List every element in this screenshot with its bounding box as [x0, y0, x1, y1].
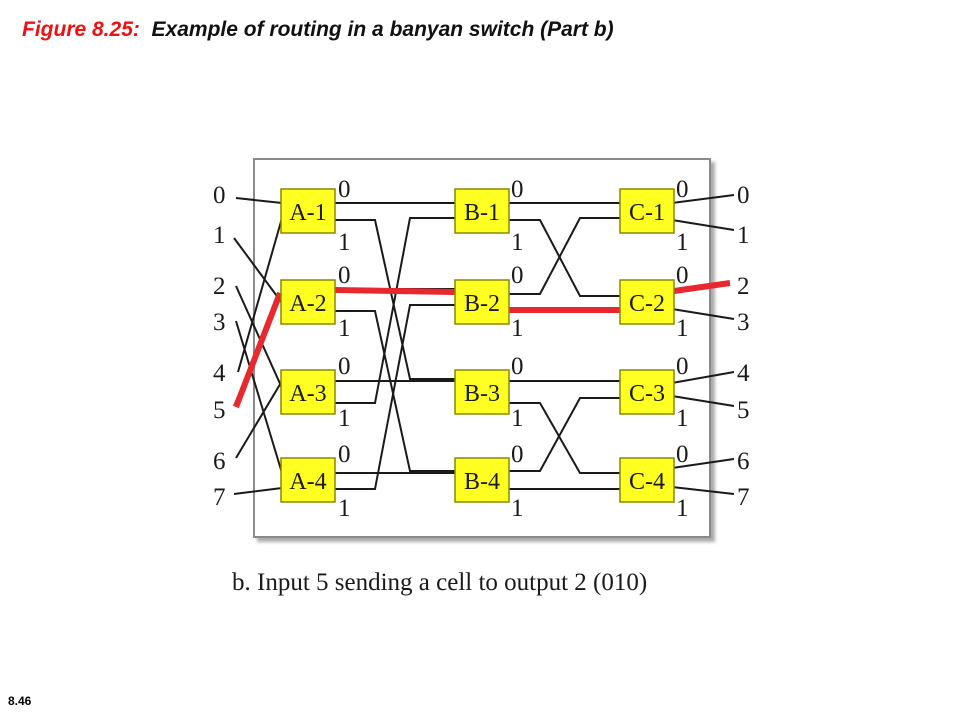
switch-box [454, 279, 510, 325]
input-label: 2 [213, 273, 226, 300]
switch-box [454, 369, 510, 415]
port-bit-0: 0 [338, 262, 351, 289]
switch-label: B-4 [464, 469, 500, 495]
port-bit-1: 1 [511, 229, 524, 256]
port-bit-1: 1 [676, 229, 689, 256]
port-bit-0: 0 [676, 441, 689, 468]
port-bit-1: 1 [676, 405, 689, 432]
switch-label: A-1 [289, 200, 326, 226]
figure-label: Figure 8.25: [22, 18, 140, 41]
port-bit-0: 0 [511, 176, 524, 203]
switch-label: B-1 [464, 200, 500, 226]
switch-label: C-2 [629, 291, 665, 317]
port-bit-1: 1 [338, 315, 351, 342]
route-segment-stage-a [334, 287, 456, 295]
output-label: 2 [737, 273, 750, 300]
switch-b-1: B-1 [454, 188, 510, 234]
input-label: 3 [213, 309, 226, 336]
route-path [233, 280, 731, 409]
slide-number: 8.46 [8, 694, 32, 708]
switch-box [454, 457, 510, 503]
switch-label: A-4 [289, 469, 326, 495]
port-bit-0: 0 [338, 441, 351, 468]
port-bit-1: 1 [338, 405, 351, 432]
slide-title: Figure 8.25: Example of routing in a ban… [22, 18, 614, 42]
switch-label: C-4 [629, 469, 665, 495]
switch-a-4: A-4 [280, 457, 336, 503]
port-bit-0: 0 [511, 262, 524, 289]
switch-a-2: A-2 [280, 279, 336, 325]
input-label: 5 [213, 397, 226, 424]
switch-box [280, 457, 336, 503]
switch-a-1: A-1 [280, 188, 336, 234]
switch-label: A-2 [289, 291, 326, 317]
switch-c-4: C-4 [619, 457, 675, 503]
port-bit-0: 0 [511, 353, 524, 380]
port-bit-1: 1 [676, 315, 689, 342]
port-bit-0: 0 [676, 353, 689, 380]
switch-c-2: C-2 [619, 279, 675, 325]
switch-c-3: C-3 [619, 369, 675, 415]
switch-b-2: B-2 [454, 279, 510, 325]
input-label: 0 [213, 182, 226, 209]
port-bit-1: 1 [338, 495, 351, 522]
switch-b-4: B-4 [454, 457, 510, 503]
output-label: 1 [737, 222, 750, 249]
route-segment-output [673, 280, 731, 294]
port-bit-labels: 0 0 0 0 1 1 1 1 0 0 0 0 1 1 1 1 0 0 0 0 1 1 1 1 [338, 176, 689, 522]
switch-label: C-1 [629, 200, 665, 226]
switch-elements: A-1A-2A-3A-4 B-1B-2B-3B-4 C-1C-2C-3C-4 [280, 188, 675, 503]
output-label: 0 [737, 182, 750, 209]
diagram-caption: b. Input 5 sending a cell to output 2 (0… [232, 569, 647, 596]
input-label: 4 [213, 360, 226, 387]
switch-b-3: B-3 [454, 369, 510, 415]
port-bit-1: 1 [511, 315, 524, 342]
switch-box [454, 188, 510, 234]
output-label: 3 [737, 309, 750, 336]
input-label: 1 [213, 222, 226, 249]
switch-box [619, 369, 675, 415]
route-segment-input [233, 291, 283, 409]
switch-label: A-3 [289, 381, 326, 407]
figure-title: Example of routing in a banyan switch (P… [151, 18, 614, 41]
switch-a-3: A-3 [280, 369, 336, 415]
io-port-labels: 0 1 2 3 4 5 6 7 0 1 2 3 4 5 6 7 [213, 182, 750, 511]
switch-c-1: C-1 [619, 188, 675, 234]
port-bit-0: 0 [338, 353, 351, 380]
switch-label: B-2 [464, 291, 500, 317]
port-bit-0: 0 [676, 262, 689, 289]
output-label: 4 [737, 360, 750, 387]
port-bit-0: 0 [338, 176, 351, 203]
input-label: 7 [213, 484, 226, 511]
switch-box [280, 369, 336, 415]
switch-box [280, 279, 336, 325]
output-label: 6 [737, 448, 750, 475]
port-bit-1: 1 [511, 405, 524, 432]
switch-box [619, 188, 675, 234]
port-bit-0: 0 [676, 176, 689, 203]
switch-label: B-3 [464, 381, 500, 407]
switch-label: C-3 [629, 381, 665, 407]
switch-box [280, 188, 336, 234]
input-label: 6 [213, 448, 226, 475]
switch-box [619, 457, 675, 503]
port-bit-1: 1 [338, 229, 351, 256]
output-label: 5 [737, 397, 750, 424]
port-bit-1: 1 [511, 495, 524, 522]
output-label: 7 [737, 484, 750, 511]
port-bit-0: 0 [511, 441, 524, 468]
port-bit-1: 1 [676, 495, 689, 522]
switch-box [619, 279, 675, 325]
